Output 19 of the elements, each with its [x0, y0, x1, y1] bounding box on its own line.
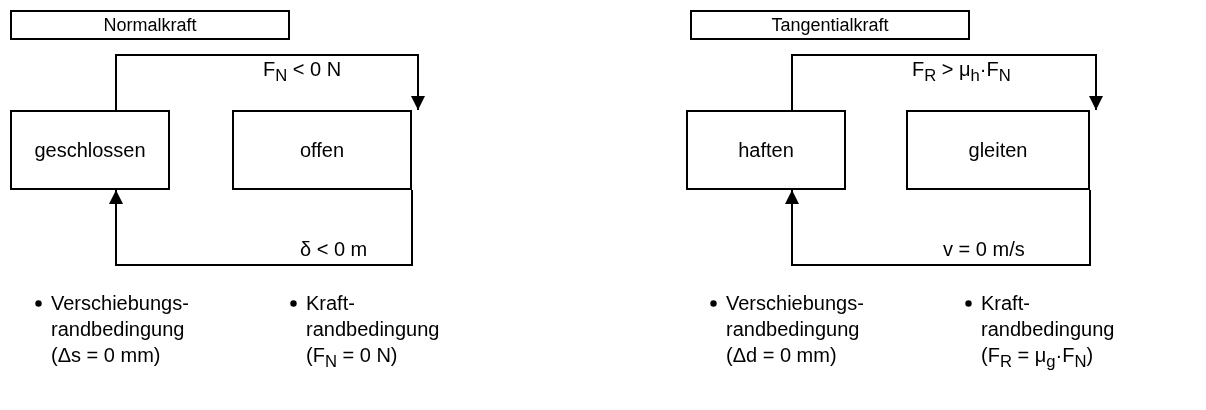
state-label: geschlossen: [34, 138, 146, 162]
note-text: Kraft- randbedingung (F$_{N}$ = 0 N): [306, 292, 440, 366]
arrow: [791, 54, 1103, 111]
arrow: [115, 54, 425, 111]
state-label: gleiten: [968, 138, 1028, 162]
state-label: offen: [299, 138, 345, 162]
state-box: [906, 110, 1090, 190]
state-label: haften: [738, 138, 794, 162]
state-label: Normalkraft: [103, 14, 197, 36]
state-box: [10, 110, 170, 190]
title-box: [10, 10, 290, 40]
title-box: [690, 10, 970, 40]
note-text: Verschiebungs- randbedingung (Δd = 0 mm): [726, 292, 864, 366]
note-text: Verschiebungs- randbedingung (Δs = 0 mm): [51, 292, 189, 366]
state-box: [686, 110, 846, 190]
arrow: [785, 189, 1091, 266]
arrow: [109, 189, 413, 266]
state-label: Tangentialkraft: [771, 14, 889, 36]
state-box: [232, 110, 412, 190]
